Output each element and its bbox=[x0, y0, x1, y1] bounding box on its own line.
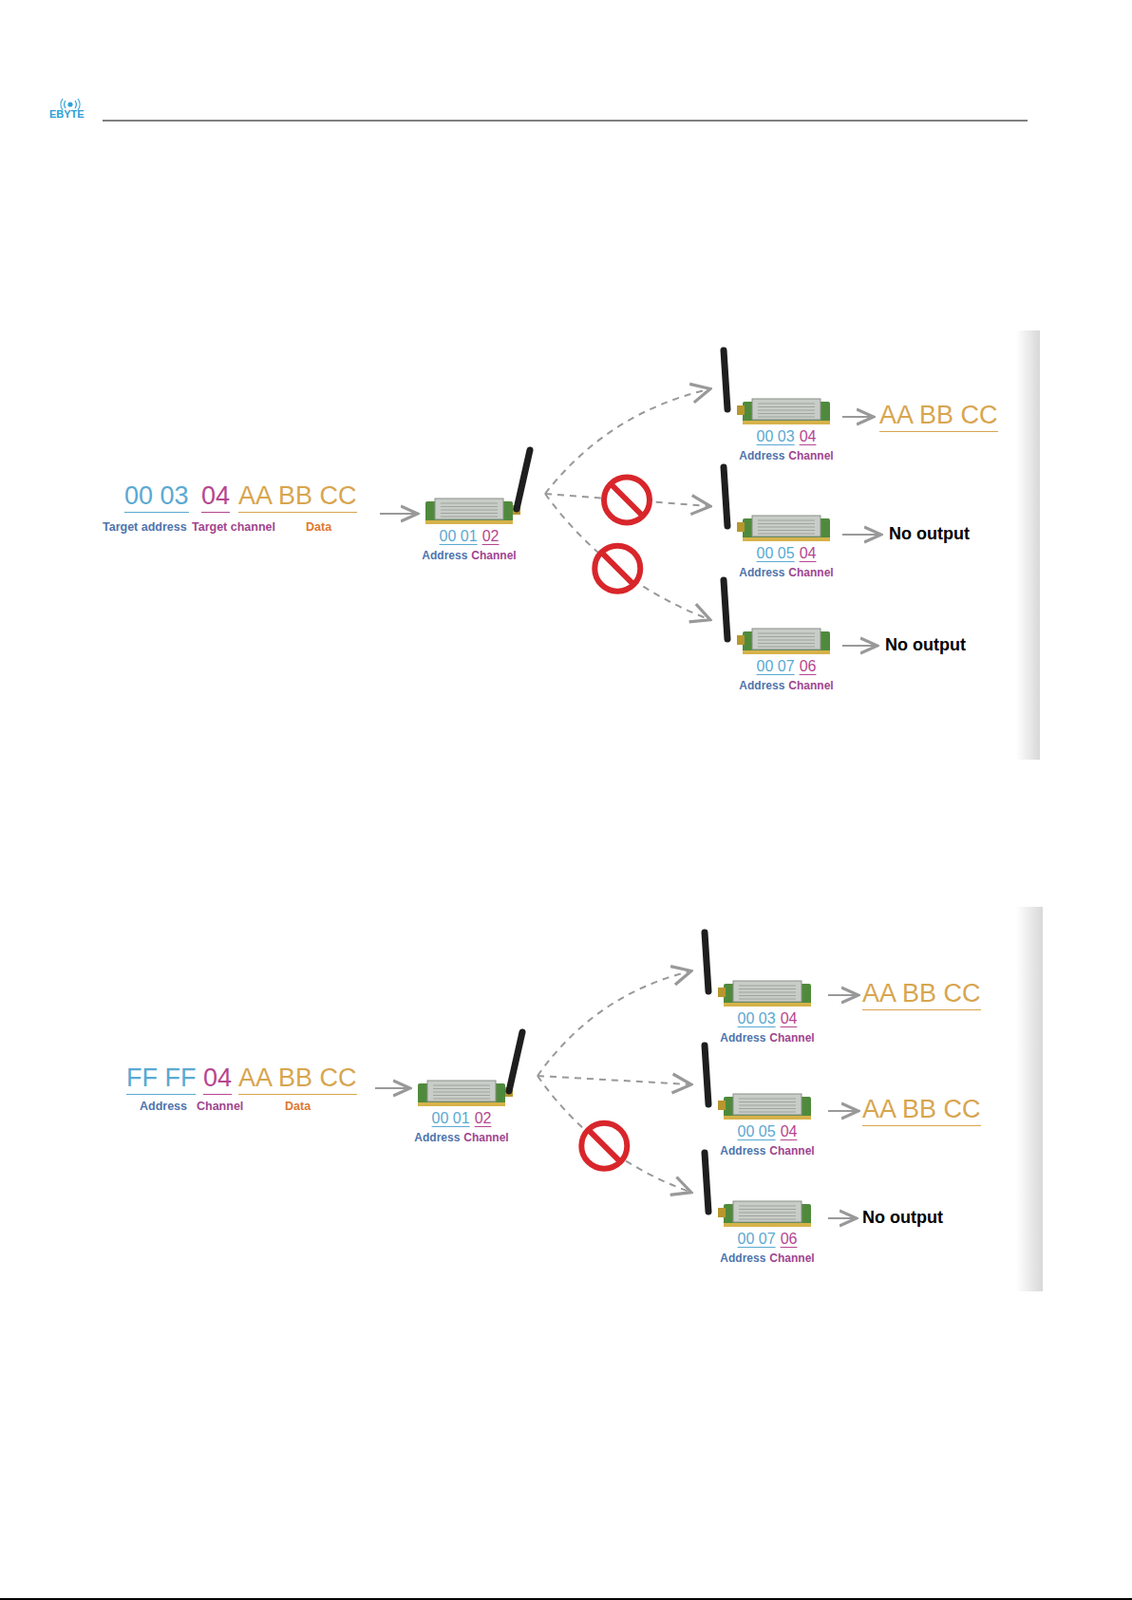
output-data: AA BB CC bbox=[862, 1094, 982, 1127]
caption-row: AddressChannel bbox=[735, 564, 838, 580]
radio-module: 00 0102AddressChannel bbox=[410, 1028, 546, 1149]
address-caption: Address bbox=[421, 548, 468, 563]
footer-rule bbox=[0, 1598, 1132, 1600]
address-caption: Address bbox=[738, 679, 785, 693]
channel-value: 04 bbox=[780, 1123, 798, 1141]
panel-edge bbox=[1016, 906, 1043, 1292]
channel-value: 04 bbox=[799, 428, 817, 446]
output-data: AA BB CC bbox=[862, 979, 982, 1011]
data-bytes: AA BB CC bbox=[238, 481, 358, 513]
header-rule bbox=[102, 120, 1028, 122]
panel-edge bbox=[1016, 330, 1040, 760]
radio-module: 00 0304AddressChannel bbox=[710, 346, 846, 467]
caption: Data bbox=[284, 1099, 311, 1114]
address-value: 00 05 bbox=[737, 1123, 776, 1141]
radio-module: 00 0504AddressChannel bbox=[691, 1041, 827, 1162]
channel-caption: Channel bbox=[788, 566, 833, 580]
target-channel: 04 bbox=[203, 1063, 232, 1095]
blocked-symbol bbox=[603, 477, 650, 524]
radio-module: 00 0706AddressChannel bbox=[691, 1149, 827, 1269]
caption: Data bbox=[305, 520, 332, 534]
channel-value: 02 bbox=[482, 528, 500, 546]
address-value: 00 03 bbox=[737, 1010, 776, 1028]
broadcast-address: FF FF bbox=[126, 1063, 196, 1095]
address-row: 00 0504 bbox=[735, 545, 838, 563]
channel-value: 04 bbox=[780, 1010, 798, 1028]
caption: Target address bbox=[102, 520, 188, 534]
address-caption: Address bbox=[738, 566, 785, 580]
address-row: 00 0304 bbox=[735, 428, 838, 446]
radio-link bbox=[545, 493, 709, 620]
address-value: 00 01 bbox=[439, 528, 478, 546]
caption: Address bbox=[139, 1099, 188, 1114]
address-row: 00 0102 bbox=[410, 1110, 513, 1128]
radio-module-icon bbox=[691, 1149, 825, 1231]
channel-value: 02 bbox=[474, 1110, 492, 1128]
output-note: No output bbox=[888, 524, 970, 545]
address-caption: Address bbox=[719, 1031, 766, 1045]
channel-caption: Channel bbox=[769, 1251, 814, 1265]
radio-module-icon bbox=[710, 463, 844, 546]
data-bytes: AA BB CC bbox=[238, 1063, 358, 1095]
logo-text: EBYTE bbox=[49, 108, 85, 120]
address-caption: Address bbox=[719, 1251, 766, 1265]
address-row: 00 0304 bbox=[716, 1010, 819, 1028]
radio-module: 00 0102AddressChannel bbox=[417, 446, 553, 566]
caption-row: AddressChannel bbox=[417, 547, 521, 563]
channel-caption: Channel bbox=[769, 1031, 814, 1045]
target-address: 00 03 bbox=[124, 481, 189, 513]
radio-link bbox=[537, 971, 690, 1076]
blocked-symbol bbox=[581, 1123, 627, 1170]
radio-module: 00 0504AddressChannel bbox=[710, 463, 846, 584]
radio-module-icon bbox=[410, 1028, 544, 1111]
address-row: 00 0706 bbox=[716, 1230, 819, 1248]
channel-caption: Channel bbox=[788, 679, 833, 693]
caption-row: AddressChannel bbox=[716, 1142, 819, 1158]
channel-caption: Channel bbox=[769, 1144, 814, 1158]
radio-module-icon bbox=[691, 1041, 825, 1124]
caption-row: AddressChannel bbox=[716, 1249, 819, 1265]
output-data: AA BB CC bbox=[879, 400, 999, 433]
radio-module: 00 0304AddressChannel bbox=[691, 928, 827, 1049]
radio-link bbox=[537, 1075, 690, 1085]
address-value: 00 07 bbox=[737, 1230, 776, 1248]
radio-module-icon bbox=[710, 346, 844, 429]
address-row: 00 0102 bbox=[417, 528, 521, 546]
target-channel: 04 bbox=[201, 481, 230, 513]
caption: Target channel bbox=[191, 520, 276, 534]
radio-module-icon bbox=[710, 576, 844, 659]
address-row: 00 0706 bbox=[735, 658, 838, 676]
address-value: 00 05 bbox=[756, 545, 795, 563]
output-note: No output bbox=[862, 1207, 944, 1228]
channel-caption: Channel bbox=[463, 1131, 509, 1145]
address-value: 00 01 bbox=[432, 1110, 471, 1128]
address-row: 00 0504 bbox=[716, 1123, 819, 1141]
channel-value: 06 bbox=[799, 658, 817, 676]
channel-caption: Channel bbox=[788, 449, 833, 463]
caption-row: AddressChannel bbox=[716, 1029, 819, 1045]
radio-link bbox=[537, 1075, 690, 1192]
radio-module-icon bbox=[691, 928, 825, 1011]
caption-row: AddressChannel bbox=[735, 677, 838, 693]
address-caption: Address bbox=[414, 1131, 460, 1145]
blocked-symbol bbox=[594, 546, 641, 592]
radio-module-icon bbox=[417, 446, 551, 529]
caption-row: AddressChannel bbox=[410, 1129, 513, 1145]
channel-caption: Channel bbox=[471, 548, 516, 563]
output-note: No output bbox=[885, 635, 966, 656]
flow-arrows bbox=[375, 416, 880, 1219]
address-caption: Address bbox=[738, 449, 785, 463]
caption: Channel bbox=[196, 1099, 244, 1114]
radio-module: 00 0706AddressChannel bbox=[710, 576, 846, 697]
address-caption: Address bbox=[719, 1144, 766, 1158]
channel-value: 04 bbox=[799, 545, 817, 563]
address-value: 00 07 bbox=[756, 658, 795, 676]
address-value: 00 03 bbox=[756, 428, 795, 446]
channel-value: 06 bbox=[780, 1230, 798, 1248]
caption-row: AddressChannel bbox=[735, 447, 838, 463]
